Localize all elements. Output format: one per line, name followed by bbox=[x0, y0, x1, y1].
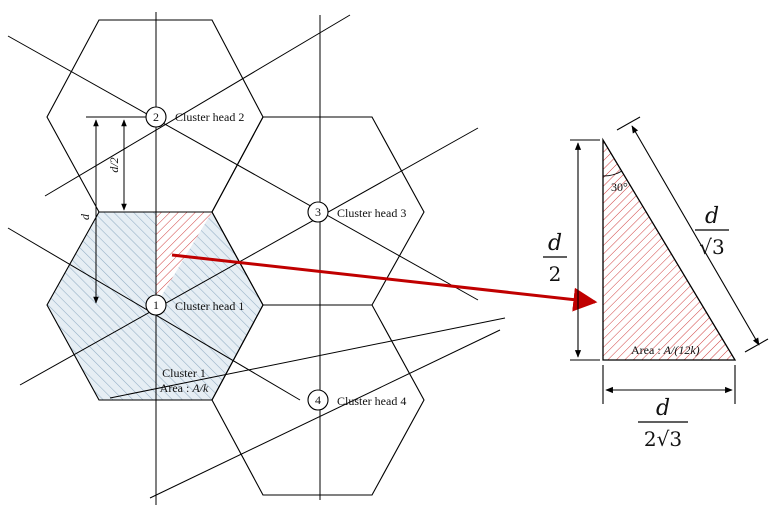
dimension-arrows bbox=[93, 119, 127, 304]
cluster-1-red-wedge bbox=[156, 212, 212, 305]
fraction-hypotenuse: d √3 bbox=[695, 204, 729, 259]
cluster-head-2-node bbox=[145, 106, 167, 128]
angle-label: 30° bbox=[611, 180, 628, 194]
cluster-head-3-node bbox=[307, 201, 329, 223]
fraction-base: d 2√3 bbox=[638, 396, 688, 451]
svg-text:√3: √3 bbox=[699, 235, 724, 259]
hexagon-grid bbox=[46, 19, 425, 496]
dim-hypotenuse bbox=[631, 125, 760, 346]
svg-text:2√3: 2√3 bbox=[644, 427, 682, 451]
cluster-head-2-label: Cluster head 2 bbox=[175, 110, 244, 124]
cluster-head-1-node bbox=[145, 294, 167, 316]
svg-text:d: d bbox=[705, 204, 719, 229]
cluster-1-name: Cluster 1 bbox=[162, 366, 206, 380]
svg-text:d: d bbox=[548, 231, 562, 256]
cluster-head-4-number: 4 bbox=[315, 393, 321, 407]
cluster-head-1-label: Cluster head 1 bbox=[175, 299, 244, 313]
cluster-head-1: 1 Cluster head 1 bbox=[145, 294, 244, 316]
hexagon-cluster-4 bbox=[211, 304, 425, 496]
cluster-head-2: 2 Cluster head 2 bbox=[145, 106, 244, 128]
cluster-head-1-number: 1 bbox=[153, 298, 159, 312]
cluster-head-3-number: 3 bbox=[315, 205, 321, 219]
sector-lines bbox=[7, 12, 506, 505]
triangle-dimensions bbox=[570, 116, 769, 404]
svg-text:d: d bbox=[656, 396, 670, 421]
cluster-1-area: Area : A/k bbox=[160, 381, 209, 395]
fraction-vertical: d 2 bbox=[543, 231, 567, 286]
dim-label-d: d bbox=[78, 213, 92, 220]
cluster-head-4-node bbox=[307, 389, 329, 411]
angle-arc bbox=[602, 170, 623, 177]
dim-label-d-half: d/2 bbox=[107, 157, 121, 172]
cluster-head-3-label: Cluster head 3 bbox=[337, 206, 406, 220]
triangle-area: Area : A/(12k) bbox=[631, 343, 700, 357]
cluster-head-4-label: Cluster head 4 bbox=[337, 394, 406, 408]
cluster-head-4: 4 Cluster head 4 bbox=[307, 389, 406, 411]
cluster-head-2-number: 2 bbox=[153, 110, 159, 124]
zoom-arrow bbox=[171, 253, 598, 312]
cluster-head-3: 3 Cluster head 3 bbox=[307, 201, 406, 223]
svg-text:2: 2 bbox=[549, 262, 562, 286]
